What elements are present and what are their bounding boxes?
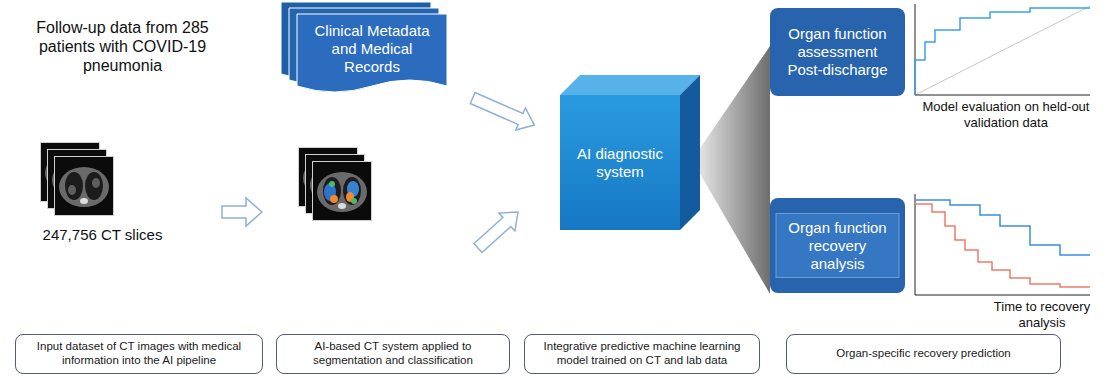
hollow-arrow <box>474 212 518 253</box>
roc-curve <box>915 8 1090 95</box>
document-page <box>297 14 447 92</box>
cube-box: AI diagnostic system <box>560 95 680 230</box>
fan-shape <box>692 46 770 294</box>
document-stack: Clinical Metadata and Medical Records <box>297 14 447 94</box>
caption-label: 247,756 CT slices <box>30 226 175 244</box>
node-text: AI-based CT system applied to segmentati… <box>283 340 503 368</box>
node-text: Organ function recovery analysis <box>782 219 893 273</box>
caption-label: Time to recovery analysis <box>985 299 1099 330</box>
step-box: Input dataset of CT images with medical … <box>15 334 263 374</box>
node-text: Organ function assessment Post-discharge <box>778 25 897 79</box>
node-text: Integrative predictive machine learning … <box>531 340 753 368</box>
node-text: AI diagnostic system <box>568 145 672 181</box>
output-box: Organ function assessment Post-discharge <box>770 8 905 96</box>
node-text: Clinical Metadata and Medical Records <box>305 22 439 76</box>
survival-curve <box>915 204 1090 287</box>
survival-curve <box>915 200 1090 255</box>
diagonal-line <box>915 6 1090 95</box>
node-text: Organ-specific recovery prediction <box>836 347 1011 361</box>
inner-rect <box>776 214 899 278</box>
caption-label: Model evaluation on held-out validation … <box>912 99 1100 130</box>
plot-axis <box>915 95 1090 96</box>
step-box: AI-based CT system applied to segmentati… <box>276 334 510 374</box>
step-box: Integrative predictive machine learning … <box>524 334 760 374</box>
output-box: Organ function recovery analysis <box>770 198 905 293</box>
segmented-ct-slice <box>313 162 372 221</box>
hollow-arrow <box>470 93 534 130</box>
cube-side <box>680 75 700 230</box>
node-text: Input dataset of CT images with medical … <box>22 340 256 368</box>
step-box: Organ-specific recovery prediction <box>786 334 1061 374</box>
ct-slice <box>55 157 114 216</box>
cube-top <box>560 75 700 95</box>
plot-axis <box>915 295 1090 296</box>
hollow-arrow <box>222 198 262 226</box>
caption-label: Follow-up data from 285 patients with CO… <box>35 18 210 76</box>
plot-axis <box>915 194 916 295</box>
